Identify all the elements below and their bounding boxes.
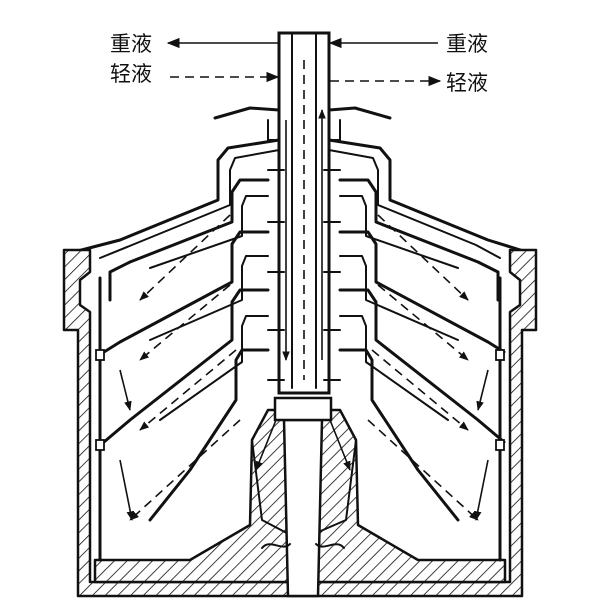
heavy-liquid-label-right: 重液: [446, 32, 488, 56]
bowl-walls: [95, 276, 505, 562]
drive-shaft: [261, 396, 345, 598]
flow-paths: [119, 214, 489, 521]
heavy-liquid-label-left: 重液: [110, 32, 152, 56]
disc-stack-left: [102, 169, 285, 522]
central-feed-pipe: [277, 31, 331, 395]
light-liquid-label-right: 轻液: [446, 71, 488, 95]
disc-stack-right: [323, 169, 506, 522]
light-liquid-label-left: 轻液: [110, 62, 152, 86]
outer-housing: [62, 248, 538, 598]
